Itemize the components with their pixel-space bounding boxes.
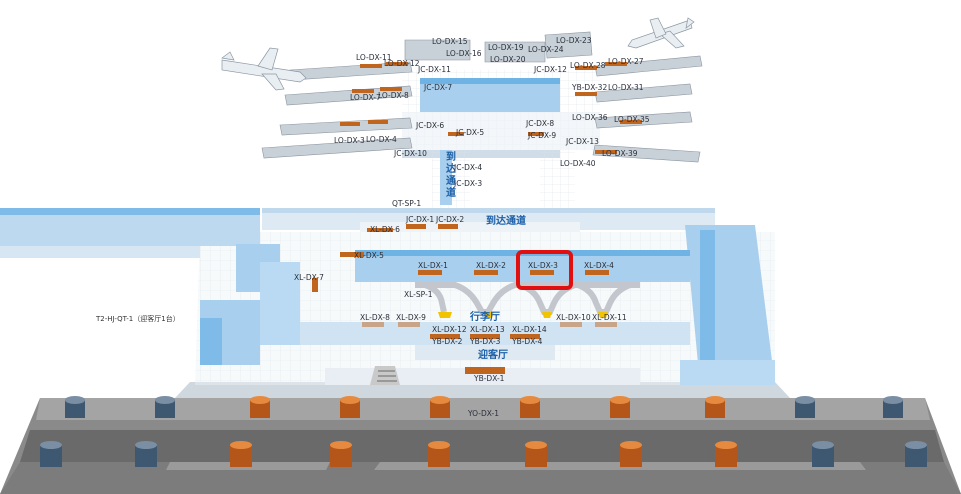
zone-greeting-hall: 迎客厅 [478, 348, 508, 361]
zone-baggage-hall: 行李厅 [469, 310, 500, 323]
device-label-lo-dx-28[interactable]: LO-DX-28 [570, 61, 606, 70]
device-label-jc-dx-2[interactable]: JC-DX-2 [435, 215, 464, 224]
device-label-xl-dx-11[interactable]: XL-DX-11 [592, 313, 627, 322]
device-label-yb-dx-3[interactable]: YB-DX-3 [469, 337, 501, 346]
device-label-jc-dx-4[interactable]: JC-DX-4 [453, 163, 482, 172]
device-label-xl-dx-12[interactable]: XL-DX-12 [432, 325, 467, 334]
device-label-yb-dx-1[interactable]: YB-DX-1 [473, 374, 505, 383]
device-label-lo-dx-19[interactable]: LO-DX-19 [488, 43, 524, 52]
device-label-xl-dx-10[interactable]: XL-DX-10 [556, 313, 591, 322]
device-label-lo-dx-40[interactable]: LO-DX-40 [560, 159, 596, 168]
device-label-xl-dx-5[interactable]: XL-DX-5 [354, 251, 384, 260]
device-label-xl-dx-6[interactable]: XL-DX-6 [370, 225, 400, 234]
device-label-lo-dx-7[interactable]: LO-DX-7 [350, 93, 381, 102]
device-label-lo-dx-12[interactable]: LO-DX-12 [384, 59, 420, 68]
device-label-qt-sp-1[interactable]: QT-SP-1 [392, 199, 421, 208]
device-label-yb-dx-32[interactable]: YB-DX-32 [571, 83, 607, 92]
terminal-floor [0, 208, 775, 385]
zone-arrival-corridor-vertical: 到达通道 [446, 150, 456, 199]
side-label: T2-HJ-QT-1（迎客厅1台） [95, 314, 180, 323]
device-label-lo-dx-27[interactable]: LO-DX-27 [608, 57, 644, 66]
device-label-lo-dx-36[interactable]: LO-DX-36 [572, 113, 608, 122]
concourse [221, 17, 703, 208]
device-label-lo-dx-15[interactable]: LO-DX-15 [432, 37, 468, 46]
airplane-icon [221, 47, 307, 91]
device-label-jc-dx-12[interactable]: JC-DX-12 [533, 65, 567, 74]
device-label-xl-dx-4[interactable]: XL-DX-4 [584, 261, 614, 270]
highlighted-device-box[interactable] [516, 250, 573, 290]
device-label-jc-dx-6[interactable]: JC-DX-6 [415, 121, 444, 130]
device-label-xl-dx-8[interactable]: XL-DX-8 [360, 313, 390, 322]
airplane-icon [627, 17, 695, 49]
device-label-lo-dx-3[interactable]: LO-DX-3 [334, 136, 365, 145]
device-label-xl-dx-13[interactable]: XL-DX-13 [470, 325, 505, 334]
device-label-jc-dx-5[interactable]: JC-DX-5 [455, 128, 484, 137]
device-label-jc-dx-8[interactable]: JC-DX-8 [525, 119, 554, 128]
device-label-lo-dx-8[interactable]: LO-DX-8 [378, 91, 409, 100]
device-label-xl-dx-1[interactable]: XL-DX-1 [418, 261, 448, 270]
device-label-jc-dx-7[interactable]: JC-DX-7 [423, 83, 452, 92]
device-label-lo-dx-23[interactable]: LO-DX-23 [556, 36, 592, 45]
device-label-lo-dx-11[interactable]: LO-DX-11 [356, 53, 392, 62]
device-label-lo-dx-16[interactable]: LO-DX-16 [446, 49, 482, 58]
bollards-front [65, 396, 903, 418]
device-label-xl-dx-3[interactable]: XL-DX-3 [528, 261, 558, 270]
device-label-lo-dx-35[interactable]: LO-DX-35 [614, 115, 650, 124]
device-label-xl-dx-2[interactable]: XL-DX-2 [476, 261, 506, 270]
device-label-xl-sp-1[interactable]: XL-SP-1 [404, 290, 433, 299]
device-markers[interactable] [312, 224, 609, 374]
device-label-xl-dx-14[interactable]: XL-DX-14 [512, 325, 547, 334]
device-label-lo-dx-24[interactable]: LO-DX-24 [528, 45, 564, 54]
device-label-yo-dx-1[interactable]: YO-DX-1 [467, 409, 499, 418]
bollards-rear [40, 441, 927, 467]
device-label-jc-dx-11[interactable]: JC-DX-11 [417, 65, 451, 74]
ground-road [0, 382, 961, 494]
device-label-jc-dx-1[interactable]: JC-DX-1 [405, 215, 434, 224]
device-label-jc-dx-3[interactable]: JC-DX-3 [453, 179, 482, 188]
device-label-yb-dx-4[interactable]: YB-DX-4 [511, 337, 543, 346]
device-label-lo-dx-31[interactable]: LO-DX-31 [608, 83, 644, 92]
device-label-xl-dx-9[interactable]: XL-DX-9 [396, 313, 426, 322]
zone-arrival-corridor-top: 到达通道 [486, 214, 526, 227]
device-label-lo-dx-39[interactable]: LO-DX-39 [602, 149, 638, 158]
device-label-yb-dx-2[interactable]: YB-DX-2 [431, 337, 463, 346]
device-label-lo-dx-20[interactable]: LO-DX-20 [490, 55, 526, 64]
device-label-jc-dx-10[interactable]: JC-DX-10 [393, 149, 427, 158]
device-label-xl-dx-7[interactable]: XL-DX-7 [294, 273, 324, 282]
device-label-jc-dx-9[interactable]: JC-DX-9 [527, 131, 556, 140]
device-label-lo-dx-4[interactable]: LO-DX-4 [366, 135, 397, 144]
device-label-jc-dx-13[interactable]: JC-DX-13 [565, 137, 599, 146]
